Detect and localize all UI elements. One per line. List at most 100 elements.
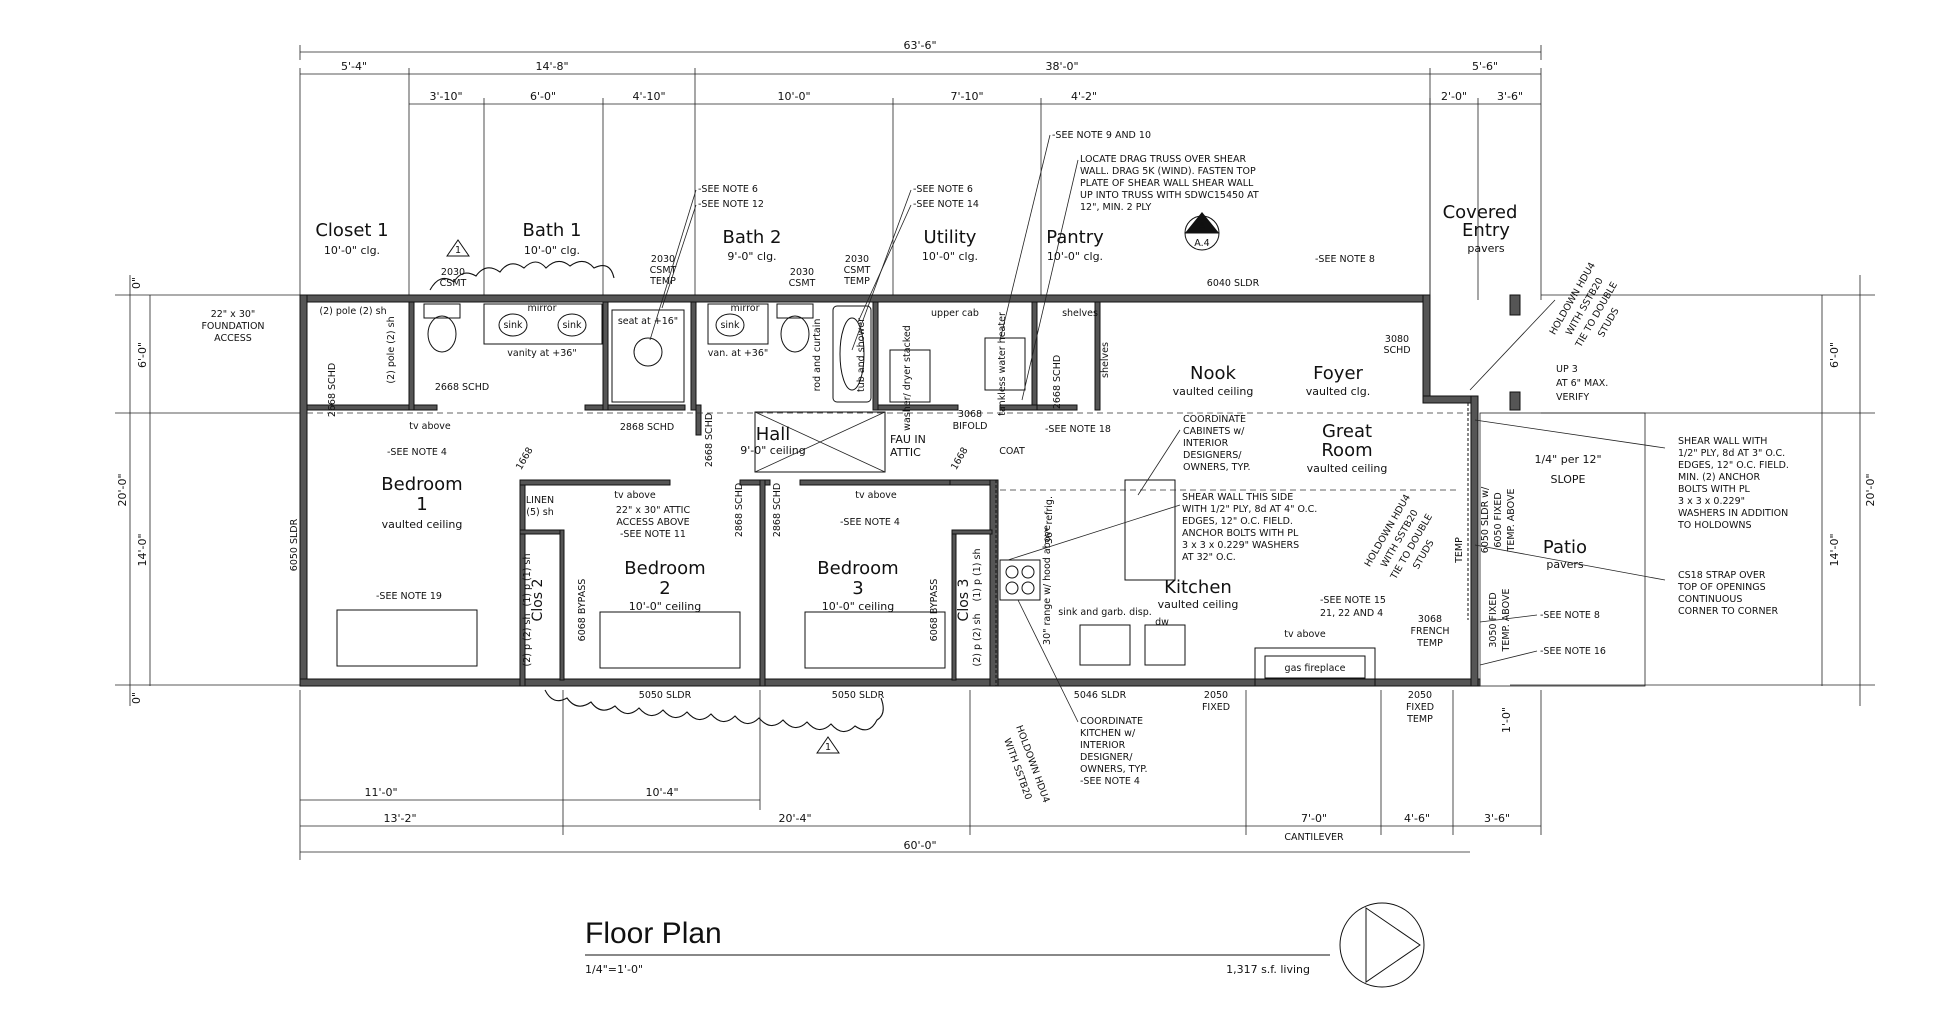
dim-top-row2-e: 7'-10" — [950, 90, 983, 103]
dim-bottom-row1-b: 10'-4" — [645, 786, 678, 799]
note-cs18-4: CORNER TO CORNER — [1678, 606, 1779, 617]
note-shear-this-6: AT 32" O.C. — [1182, 552, 1236, 563]
room-great-2: Room — [1321, 440, 1372, 461]
note-shear-this-3: EDGES, 12" O.C. FIELD. — [1182, 516, 1293, 527]
label-fau: FAU IN — [890, 433, 926, 446]
label-sink-3: sink — [720, 320, 740, 331]
dim-left-top-zero: 0" — [130, 277, 143, 289]
label-tub-shower: tub and shower — [856, 318, 867, 392]
note-8-top: -SEE NOTE 8 — [1315, 254, 1375, 265]
label-schd-3080: 3080 — [1385, 334, 1409, 345]
label-washer-dryer: washer/ dryer stacked — [902, 325, 913, 431]
room-patio-sub: pavers — [1546, 558, 1584, 571]
label-rod-curtain: rod and curtain — [812, 319, 823, 392]
note-coord-cab-5: OWNERS, TYP. — [1183, 462, 1251, 473]
room-covered-entry-1: Covered — [1443, 202, 1518, 223]
dim-right-20: 20'-0" — [1864, 473, 1877, 506]
label-csmt1: CSMT — [440, 278, 467, 289]
label-csmt2: CSMT — [650, 265, 677, 276]
label-sldr-6050-fixed-b: 6050 FIXED — [1493, 492, 1504, 547]
label-schd-3080-b: SCHD — [1383, 345, 1410, 356]
leader-lines — [649, 134, 1666, 723]
label-sldr-6050-fixed-c: TEMP. ABOVE — [1506, 489, 1517, 553]
room-bedroom3-1: Bedroom — [817, 558, 898, 579]
label-sldr-5050-b: 5050 SLDR — [832, 690, 885, 701]
note-cs18-2: TOP OF OPENINGS — [1677, 582, 1766, 593]
dim-right-small: 1'-0" — [1500, 707, 1513, 733]
dim-top-row2-d: 10'-0" — [777, 90, 810, 103]
note-coord-kit-6: -SEE NOTE 4 — [1080, 776, 1140, 787]
note-6-12-a: -SEE NOTE 6 — [698, 184, 758, 195]
dim-cantilever: CANTILEVER — [1284, 832, 1344, 843]
section-marker-icon — [1184, 212, 1220, 251]
label-fixed-3050-b: TEMP. ABOVE — [1501, 589, 1512, 653]
note-4-mid: -SEE NOTE 4 — [840, 517, 900, 528]
label-temp-b: TEMP — [1406, 714, 1433, 725]
label-csmt2-temp: TEMP — [649, 276, 676, 287]
north-arrow-icon — [1339, 902, 1425, 988]
room-covered-entry-sub: pavers — [1467, 242, 1505, 255]
drawing-title: Floor Plan — [585, 917, 722, 950]
label-bifold-size: 3068 — [958, 409, 982, 420]
label-range: 30" range w/ hood above — [1042, 525, 1053, 645]
room-bedroom1-ceiling: vaulted ceiling — [382, 518, 463, 531]
note-coord-cab-3: INTERIOR — [1183, 438, 1229, 449]
dim-top-row2-b: 6'-0" — [530, 90, 556, 103]
dim-left-14: 14'-0" — [136, 533, 149, 566]
note-16: -SEE NOTE 16 — [1540, 646, 1606, 657]
note-15-b: 21, 22 AND 4 — [1320, 608, 1383, 619]
label-van: van. at +36" — [708, 348, 769, 359]
note-drag-5: 12", MIN. 2 PLY — [1080, 202, 1151, 213]
note-shear-right-1: SHEAR WALL WITH — [1678, 436, 1767, 447]
dim-left-6: 6'-0" — [136, 342, 149, 368]
note-shear-right-2: 1/2" PLY, 8d AT 3" O.C. — [1678, 448, 1785, 459]
dim-left-20: 20'-0" — [116, 473, 129, 506]
label-p-sh-2: (1) p (1) sh — [522, 554, 533, 607]
label-fixed-a: FIXED — [1202, 702, 1230, 713]
label-vanity: vanity at +36" — [507, 348, 576, 359]
room-foyer-ceiling: vaulted clg. — [1306, 385, 1370, 398]
dim-bottom-overall: 60'-0" — [903, 839, 936, 852]
room-closet1-name: Closet 1 — [315, 220, 388, 241]
room-bedroom3-ceiling: 10'-0" ceiling — [822, 600, 894, 613]
dim-right-6: 6'-0" — [1828, 342, 1841, 368]
label-tv-above-1: tv above — [409, 421, 451, 432]
room-kitchen-ceiling: vaulted ceiling — [1158, 598, 1239, 611]
label-gas-fireplace: gas fireplace — [1285, 663, 1346, 674]
room-covered-entry-2: Entry — [1462, 220, 1510, 241]
room-closet1-ceiling: 10'-0" clg. — [324, 244, 380, 257]
label-csmt2-size: 2030 — [651, 254, 675, 265]
note-15-a: -SEE NOTE 15 — [1320, 595, 1386, 606]
label-slope-2: SLOPE — [1551, 473, 1586, 486]
room-bedroom1-1: Bedroom — [381, 474, 462, 495]
label-temp-side: TEMP — [1454, 537, 1465, 564]
note-coord-cab-2: CABINETS w/ — [1183, 426, 1245, 437]
dim-bottom-row2-d: 4'-6" — [1404, 812, 1430, 825]
note-coord-kit-2: KITCHEN w/ — [1080, 728, 1136, 739]
label-attic-access-2: ACCESS ABOVE — [616, 517, 689, 528]
room-hall-name: Hall — [756, 424, 791, 445]
note-6-12-b: -SEE NOTE 12 — [698, 199, 764, 210]
room-patio-name: Patio — [1543, 537, 1587, 558]
label-foundation-1: 22" x 30" — [211, 309, 256, 320]
note-9-10: -SEE NOTE 9 AND 10 — [1052, 130, 1151, 141]
note-shear-this-2: WITH 1/2" PLY, 8d AT 4" O.C. — [1182, 504, 1317, 515]
label-csmt4-size: 2030 — [845, 254, 869, 265]
dimension-lines — [115, 45, 1875, 860]
label-rev-1: 1 — [455, 245, 461, 256]
label-sldr-6050: 6050 SLDR — [289, 518, 300, 571]
room-nook-name: Nook — [1190, 363, 1236, 384]
label-csmt3: CSMT — [789, 278, 816, 289]
label-schd-2868-c: 2868 SCHD — [772, 483, 783, 537]
label-attic-access-1: 22" x 30" ATTIC — [616, 505, 691, 516]
dim-top-row2-g: 2'-0" — [1441, 90, 1467, 103]
label-sink-1: sink — [503, 320, 523, 331]
label-slope-1: 1/4" per 12" — [1534, 453, 1601, 466]
room-great-ceiling: vaulted ceiling — [1307, 462, 1388, 475]
label-mirror-2: mirror — [730, 303, 759, 314]
label-tv-above-3: tv above — [855, 490, 897, 501]
note-coord-cab-4: DESIGNERS/ — [1183, 450, 1242, 461]
label-fixed-2050-a: 2050 — [1204, 690, 1228, 701]
label-bypass-a: 6068 BYPASS — [577, 579, 588, 642]
